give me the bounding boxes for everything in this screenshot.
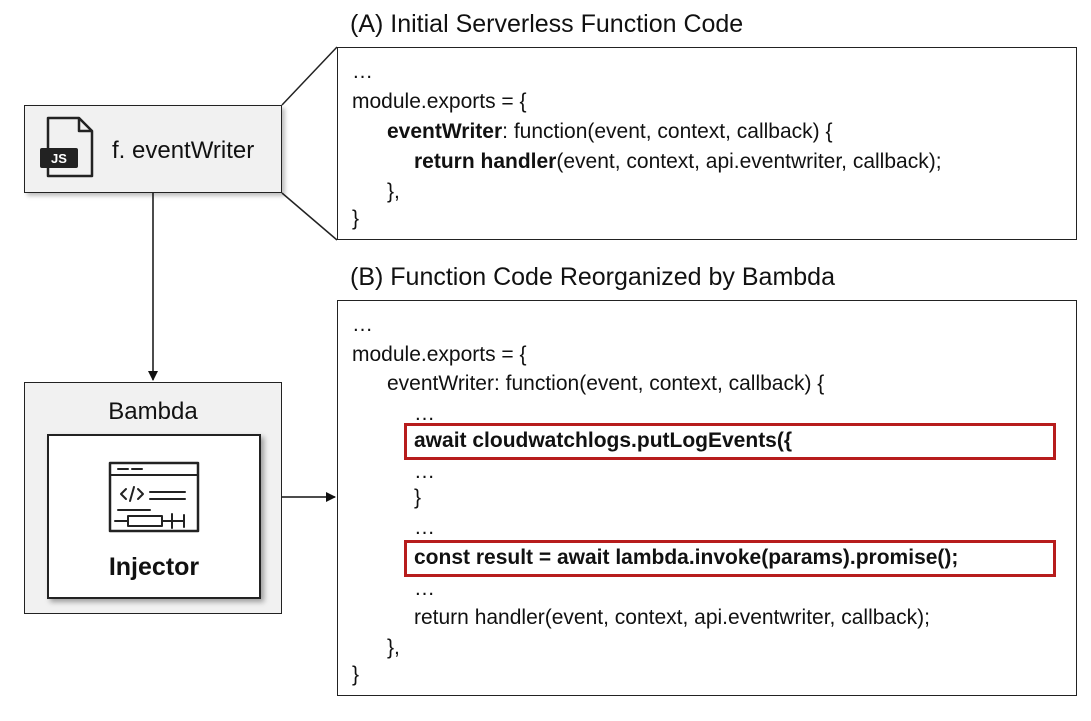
code-keyword: eventWriter — [387, 120, 503, 143]
panel-b-code-box — [337, 300, 1077, 696]
code-text: : function(event, context, callback) { — [502, 120, 833, 143]
code-line-highlighted: await cloudwatchlogs.putLogEvents({ — [414, 429, 793, 452]
code-line-highlighted: const result = await lambda.invoke(param… — [414, 546, 959, 569]
code-line: return handler(event, context, api.event… — [414, 150, 942, 174]
panel-a-code-box — [337, 47, 1077, 240]
code-line: module.exports = { — [352, 343, 527, 366]
code-keyword: return handler — [414, 150, 557, 173]
code-line: }, — [387, 636, 400, 659]
function-node-label: f. eventWriter — [112, 137, 255, 164]
callout-line-bottom — [281, 192, 338, 241]
function-node — [24, 105, 282, 193]
code-line: … — [414, 516, 435, 539]
code-line: … — [414, 460, 435, 483]
code-text: (event, context, api.eventwriter, callba… — [556, 150, 942, 173]
code-line: } — [352, 663, 360, 686]
highlight-box-putlogevents — [404, 423, 1056, 460]
code-line: } — [414, 486, 422, 509]
panel-b-title: (B) Function Code Reorganized by Bambda — [350, 263, 835, 291]
injector-label: Injector — [108, 553, 200, 581]
code-line: eventWriter: function(event, context, ca… — [387, 372, 825, 395]
code-line: … — [414, 577, 435, 600]
js-file-icon: JS — [40, 116, 94, 178]
code-line: … — [352, 60, 373, 83]
panel-a-title: (A) Initial Serverless Function Code — [350, 10, 744, 38]
callout-line-top — [281, 46, 338, 106]
code-line: return handler(event, context, api.event… — [414, 606, 930, 629]
code-line: eventWriter: function(event, context, ca… — [387, 120, 833, 144]
code-line: }, — [387, 180, 400, 203]
code-line: … — [414, 402, 435, 425]
highlight-box-lambda-invoke — [404, 540, 1056, 577]
js-badge-text: JS — [51, 151, 67, 166]
code-line: } — [352, 207, 360, 230]
bambda-title: Bambda — [108, 398, 198, 425]
code-line: … — [352, 313, 373, 336]
code-injection-window-icon — [108, 461, 200, 533]
code-line: module.exports = { — [352, 90, 527, 113]
